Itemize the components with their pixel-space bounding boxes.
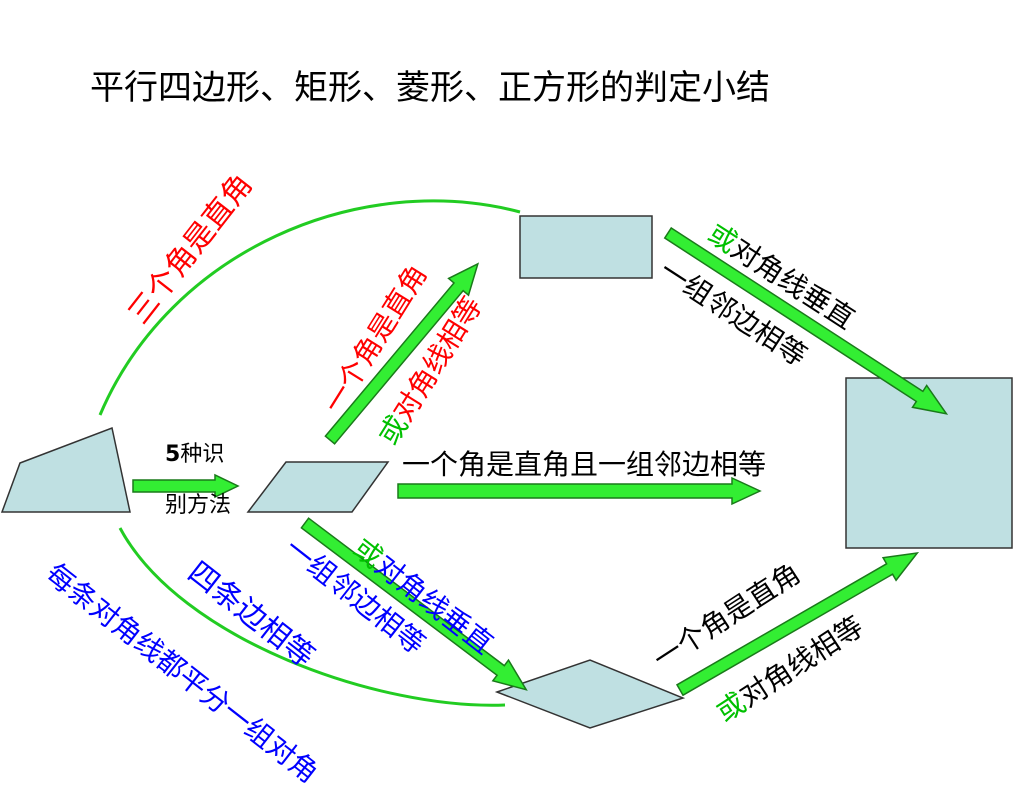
- methods-label-line2: 别方法: [165, 493, 232, 518]
- arrow-rhombus-to-square: [675, 552, 920, 697]
- rectangle-shape: [519, 215, 653, 279]
- curve-quad-to-rhombus: [118, 527, 506, 707]
- methods-count: 5: [165, 442, 181, 467]
- arrow-para-to-rect: [324, 262, 480, 445]
- quadrilateral-shape: [0, 426, 131, 513]
- page-title: 平行四边形、矩形、菱形、正方形的判定小结: [90, 68, 770, 108]
- diagram-svg: [0, 199, 1013, 729]
- curve-quad-to-rect: [98, 199, 521, 416]
- parallelogram-shape: [246, 461, 390, 513]
- diagram-canvas: 平行四边形、矩形、菱形、正方形的判定小结 5种识 别方法 三个角是直角 一个角是…: [0, 68, 1013, 790]
- arrow-quad-to-para: [132, 473, 240, 499]
- arrow-rect-to-square: [663, 226, 949, 415]
- methods-label-line1: 5种识: [165, 436, 224, 468]
- arrow-para-to-square: [397, 476, 762, 506]
- methods-label-text1: 种识: [180, 442, 225, 467]
- label-right-angle-and-adjacent-sides: 一个角是直角且一组邻边相等: [402, 448, 767, 481]
- rhombus-shape: [494, 659, 686, 729]
- arrow-para-to-rhombus: [300, 517, 528, 691]
